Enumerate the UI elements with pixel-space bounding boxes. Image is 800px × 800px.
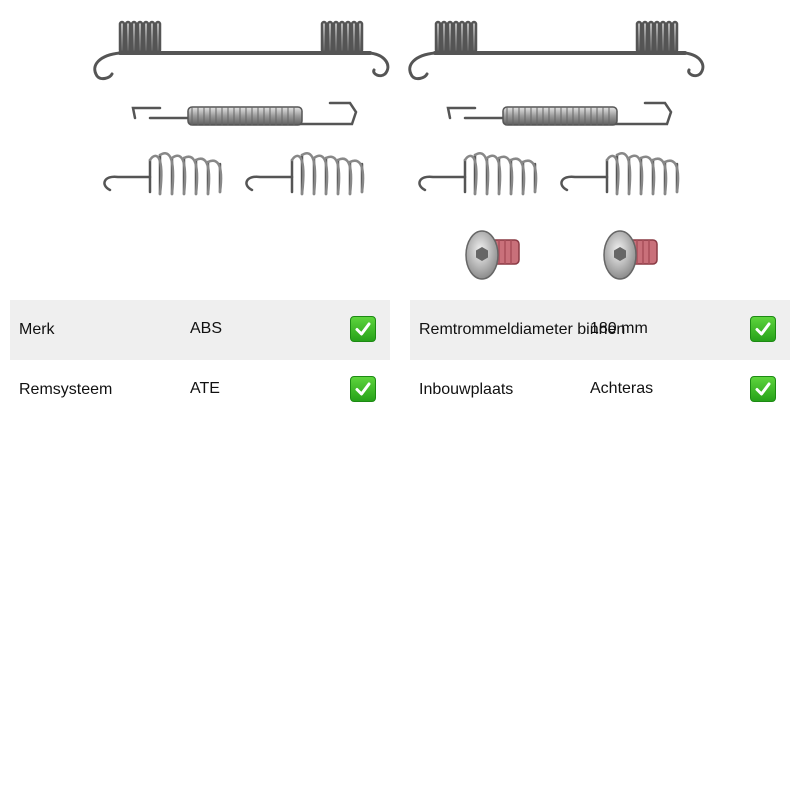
spec-row-remsysteem: Remsysteem ATE	[10, 360, 390, 420]
coil-spring-left-1	[103, 152, 223, 196]
check-mark-icon	[350, 316, 376, 342]
bolt-2	[603, 230, 658, 280]
spec-value: Achteras	[590, 380, 654, 397]
spec-row-inbouwplaats: Inbouwplaats Achteras	[410, 360, 790, 420]
short-spring-right	[446, 101, 673, 126]
short-spring-left	[131, 101, 358, 126]
spec-label: Remsysteem	[19, 381, 113, 398]
check-mark-icon	[750, 316, 776, 342]
spec-column-left: Merk ABS Remsysteem ATE	[10, 300, 390, 420]
coil-spring-left-2	[245, 152, 365, 196]
spec-row-merk: Merk ABS	[10, 300, 390, 360]
brake-spring-kit-image	[93, 20, 705, 280]
bolt-1	[465, 230, 520, 280]
check-mark-icon	[350, 376, 376, 402]
spec-value: 180 mm	[590, 320, 648, 337]
check-mark-icon	[750, 376, 776, 402]
spec-row-remtrommeldiameter: Remtrommeldiameter binnen 180 mm	[410, 300, 790, 360]
long-return-spring-left	[93, 20, 390, 81]
coil-spring-right-2	[560, 152, 680, 196]
spec-label: Remtrommeldiameter binnen	[419, 321, 626, 338]
spec-label: Inbouwplaats	[419, 381, 514, 398]
coil-spring-right-1	[418, 152, 538, 196]
spec-value: ATE	[190, 380, 220, 397]
spec-label: Merk	[19, 321, 55, 338]
long-return-spring-right	[408, 20, 705, 81]
spec-value: ABS	[190, 320, 223, 337]
spec-column-right: Remtrommeldiameter binnen 180 mm Inbouwp…	[410, 300, 790, 420]
